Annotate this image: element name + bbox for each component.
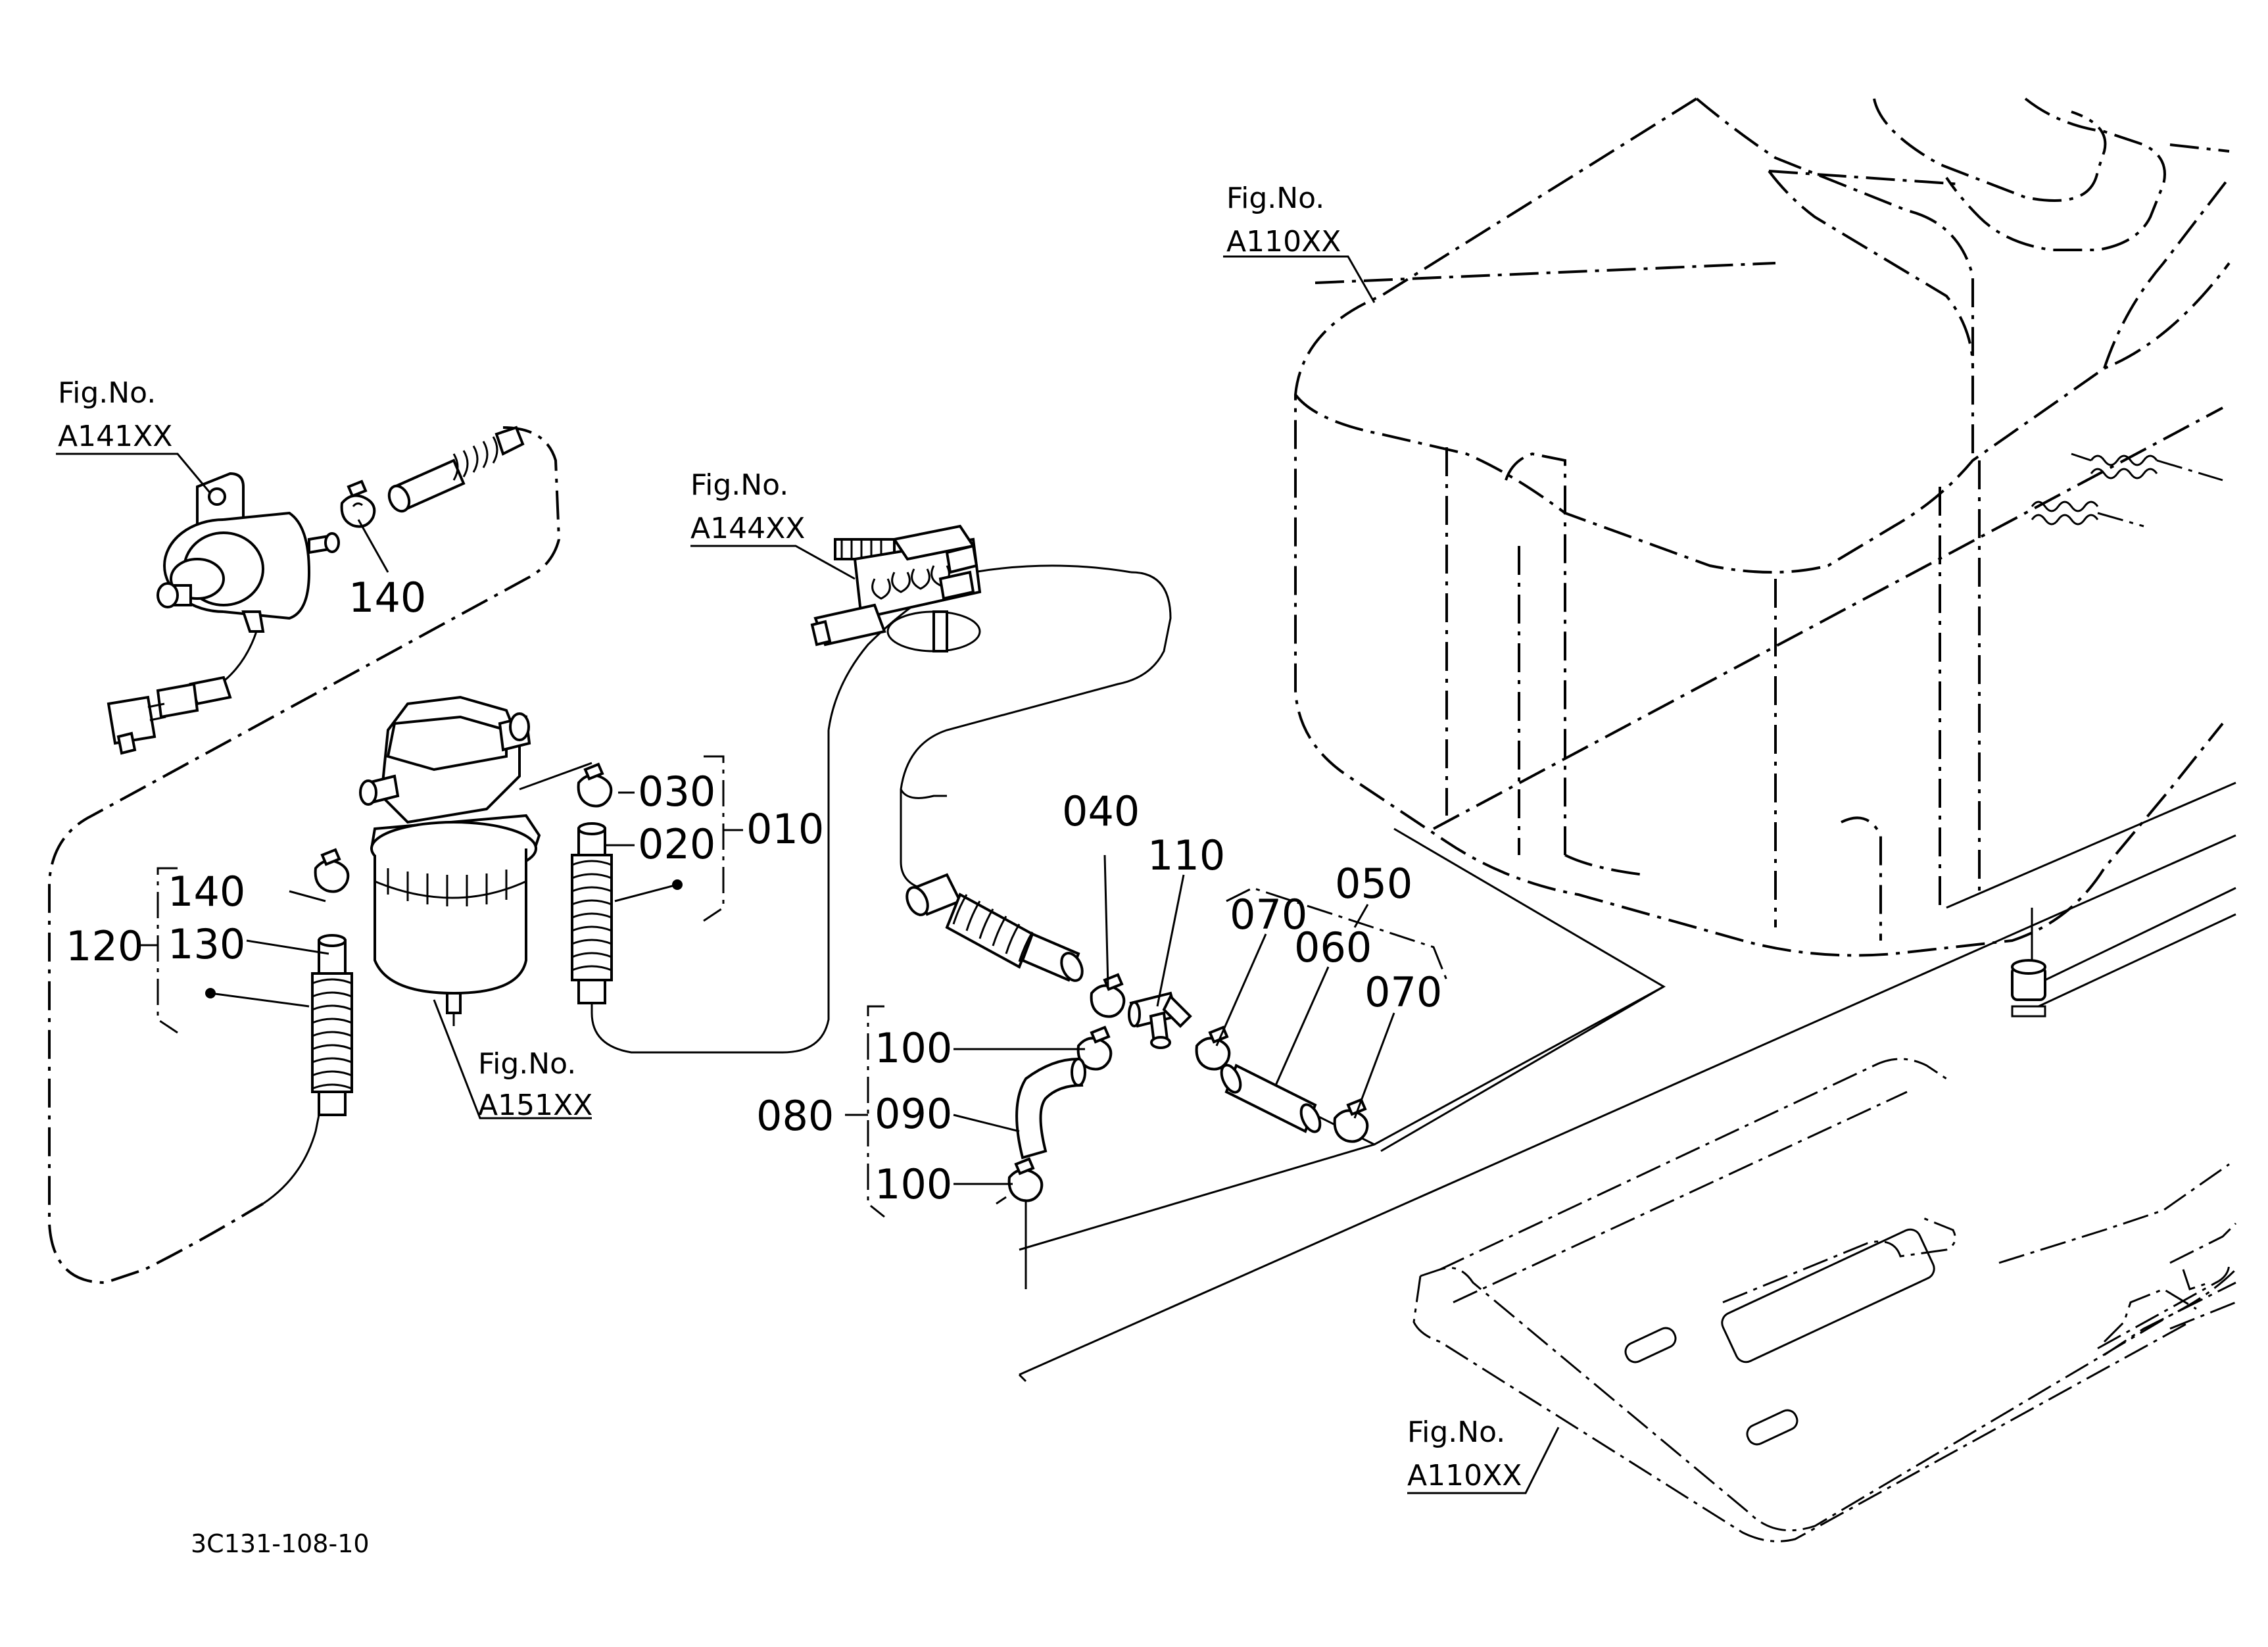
- part-label-050: 050: [1335, 860, 1412, 908]
- fig-ref-pump-title: Fig.No.: [58, 376, 156, 410]
- part-label-080: 080: [756, 1092, 834, 1140]
- fig-ref-tank-title: Fig.No.: [1226, 182, 1324, 215]
- fig-ref-tray-code: A110XX: [1407, 1459, 1522, 1492]
- part-label-020: 020: [638, 820, 715, 868]
- fig-ref-tank-code: A110XX: [1226, 225, 1341, 258]
- floor-tray: [1018, 781, 2237, 1542]
- tank-reference-frame: [1019, 827, 2046, 1251]
- fig-ref-filter-code: A151XX: [478, 1089, 592, 1122]
- part-label-090: 090: [875, 1090, 952, 1138]
- clamp-100-lower: [996, 1157, 1044, 1205]
- hose-central: [905, 873, 1084, 982]
- t-joint-110: [1128, 991, 1192, 1049]
- part-number-labels: 140 030 020 010 140 130 120 040 110 050 …: [66, 574, 1442, 1208]
- figure-reference-labels: Fig.No. A141XX Fig.No. A144XX Fig.No. A1…: [58, 182, 1522, 1492]
- part-label-070-lower: 070: [1364, 968, 1442, 1016]
- part-label-120: 120: [66, 922, 143, 970]
- fuel-filter: [359, 695, 592, 1026]
- part-label-010: 010: [746, 805, 824, 853]
- fig-ref-relay-code: A144XX: [690, 512, 805, 545]
- fuel-pump: [107, 472, 340, 755]
- clamp-070-upper: [1195, 1025, 1231, 1071]
- hose-pump-outlet: [387, 426, 525, 513]
- part-label-130: 130: [168, 920, 245, 968]
- relay-harness: [810, 524, 982, 652]
- clamp-140-upper: [340, 479, 376, 528]
- part-label-060: 060: [1294, 923, 1372, 971]
- fig-ref-filter-title: Fig.No.: [478, 1047, 576, 1081]
- part-label-100-lower: 100: [875, 1160, 952, 1208]
- clamp-070-lower: [1333, 1098, 1369, 1143]
- leader-lines: [56, 255, 1560, 1494]
- fuel-tank-outline: [1294, 97, 2231, 957]
- hose-020: [571, 762, 613, 1004]
- tank-rear-hoses: [2031, 453, 2223, 528]
- fig-ref-relay-title: Fig.No.: [690, 468, 788, 502]
- part-label-100-upper: 100: [875, 1024, 952, 1072]
- pipe-060: [1220, 1064, 1322, 1133]
- fig-ref-tray-title: Fig.No.: [1407, 1415, 1505, 1449]
- drawing-code: 3C131-108-10: [191, 1529, 370, 1558]
- elbow-hose-090: [1015, 1057, 1086, 1160]
- part-label-040: 040: [1062, 787, 1140, 835]
- fig-ref-pump-code: A141XX: [58, 420, 172, 453]
- part-label-140-upper: 140: [349, 574, 426, 622]
- part-label-110: 110: [1147, 831, 1225, 879]
- part-label-030: 030: [638, 768, 715, 816]
- part-label-140-lower: 140: [168, 868, 245, 916]
- part-label-070-upper: 070: [1230, 891, 1307, 939]
- hose-130: [311, 848, 353, 1116]
